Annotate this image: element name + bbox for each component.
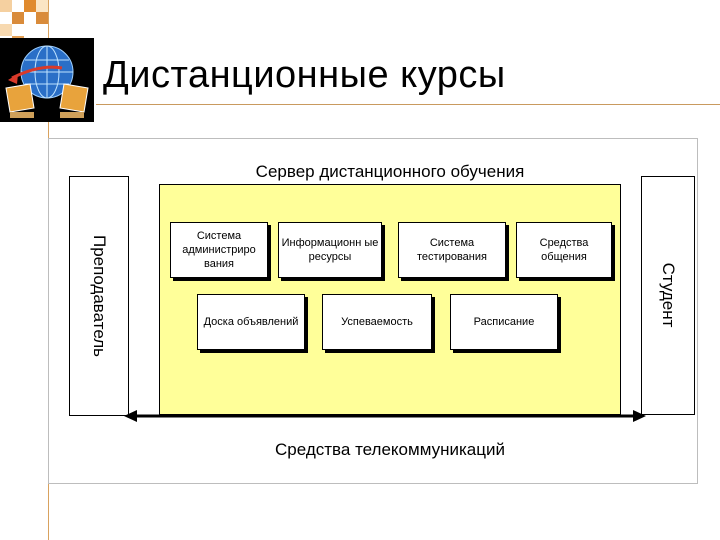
module-progress: Успеваемость bbox=[322, 294, 432, 350]
module-label: Расписание bbox=[473, 316, 535, 328]
module-label: Информационн ые ресурсы bbox=[281, 237, 379, 263]
module-bulletin-board: Доска объявлений bbox=[197, 294, 305, 350]
header-checker-pattern bbox=[0, 0, 720, 24]
module-schedule: Расписание bbox=[450, 294, 558, 350]
title-underline bbox=[96, 104, 720, 105]
telecom-label: Средства телекоммуникаций bbox=[275, 440, 505, 459]
teacher-label: Преподаватель bbox=[90, 235, 109, 357]
module-information-resources: Информационн ые ресурсы bbox=[278, 222, 382, 278]
module-testing-system: Система тестирования bbox=[398, 222, 506, 278]
student-panel: Студент bbox=[641, 176, 695, 415]
module-communication: Средства общения bbox=[516, 222, 612, 278]
slide-title: Дистанционные курсы bbox=[103, 54, 506, 96]
module-label: Доска объявлений bbox=[203, 316, 299, 328]
module-label: Средства общения bbox=[539, 237, 589, 263]
side-checker-1 bbox=[0, 24, 12, 36]
module-administration: Система администриро вания bbox=[170, 222, 268, 278]
module-label: Система тестирования bbox=[417, 237, 487, 263]
computers-globe-icon bbox=[0, 38, 94, 122]
module-label: Успеваемость bbox=[341, 316, 413, 328]
server-title: Сервер дистанционного обучения bbox=[255, 162, 525, 181]
teacher-panel: Преподаватель bbox=[69, 176, 129, 416]
student-label: Студент bbox=[659, 262, 678, 328]
logo bbox=[0, 38, 94, 122]
module-label: Система администриро вания bbox=[182, 230, 256, 270]
